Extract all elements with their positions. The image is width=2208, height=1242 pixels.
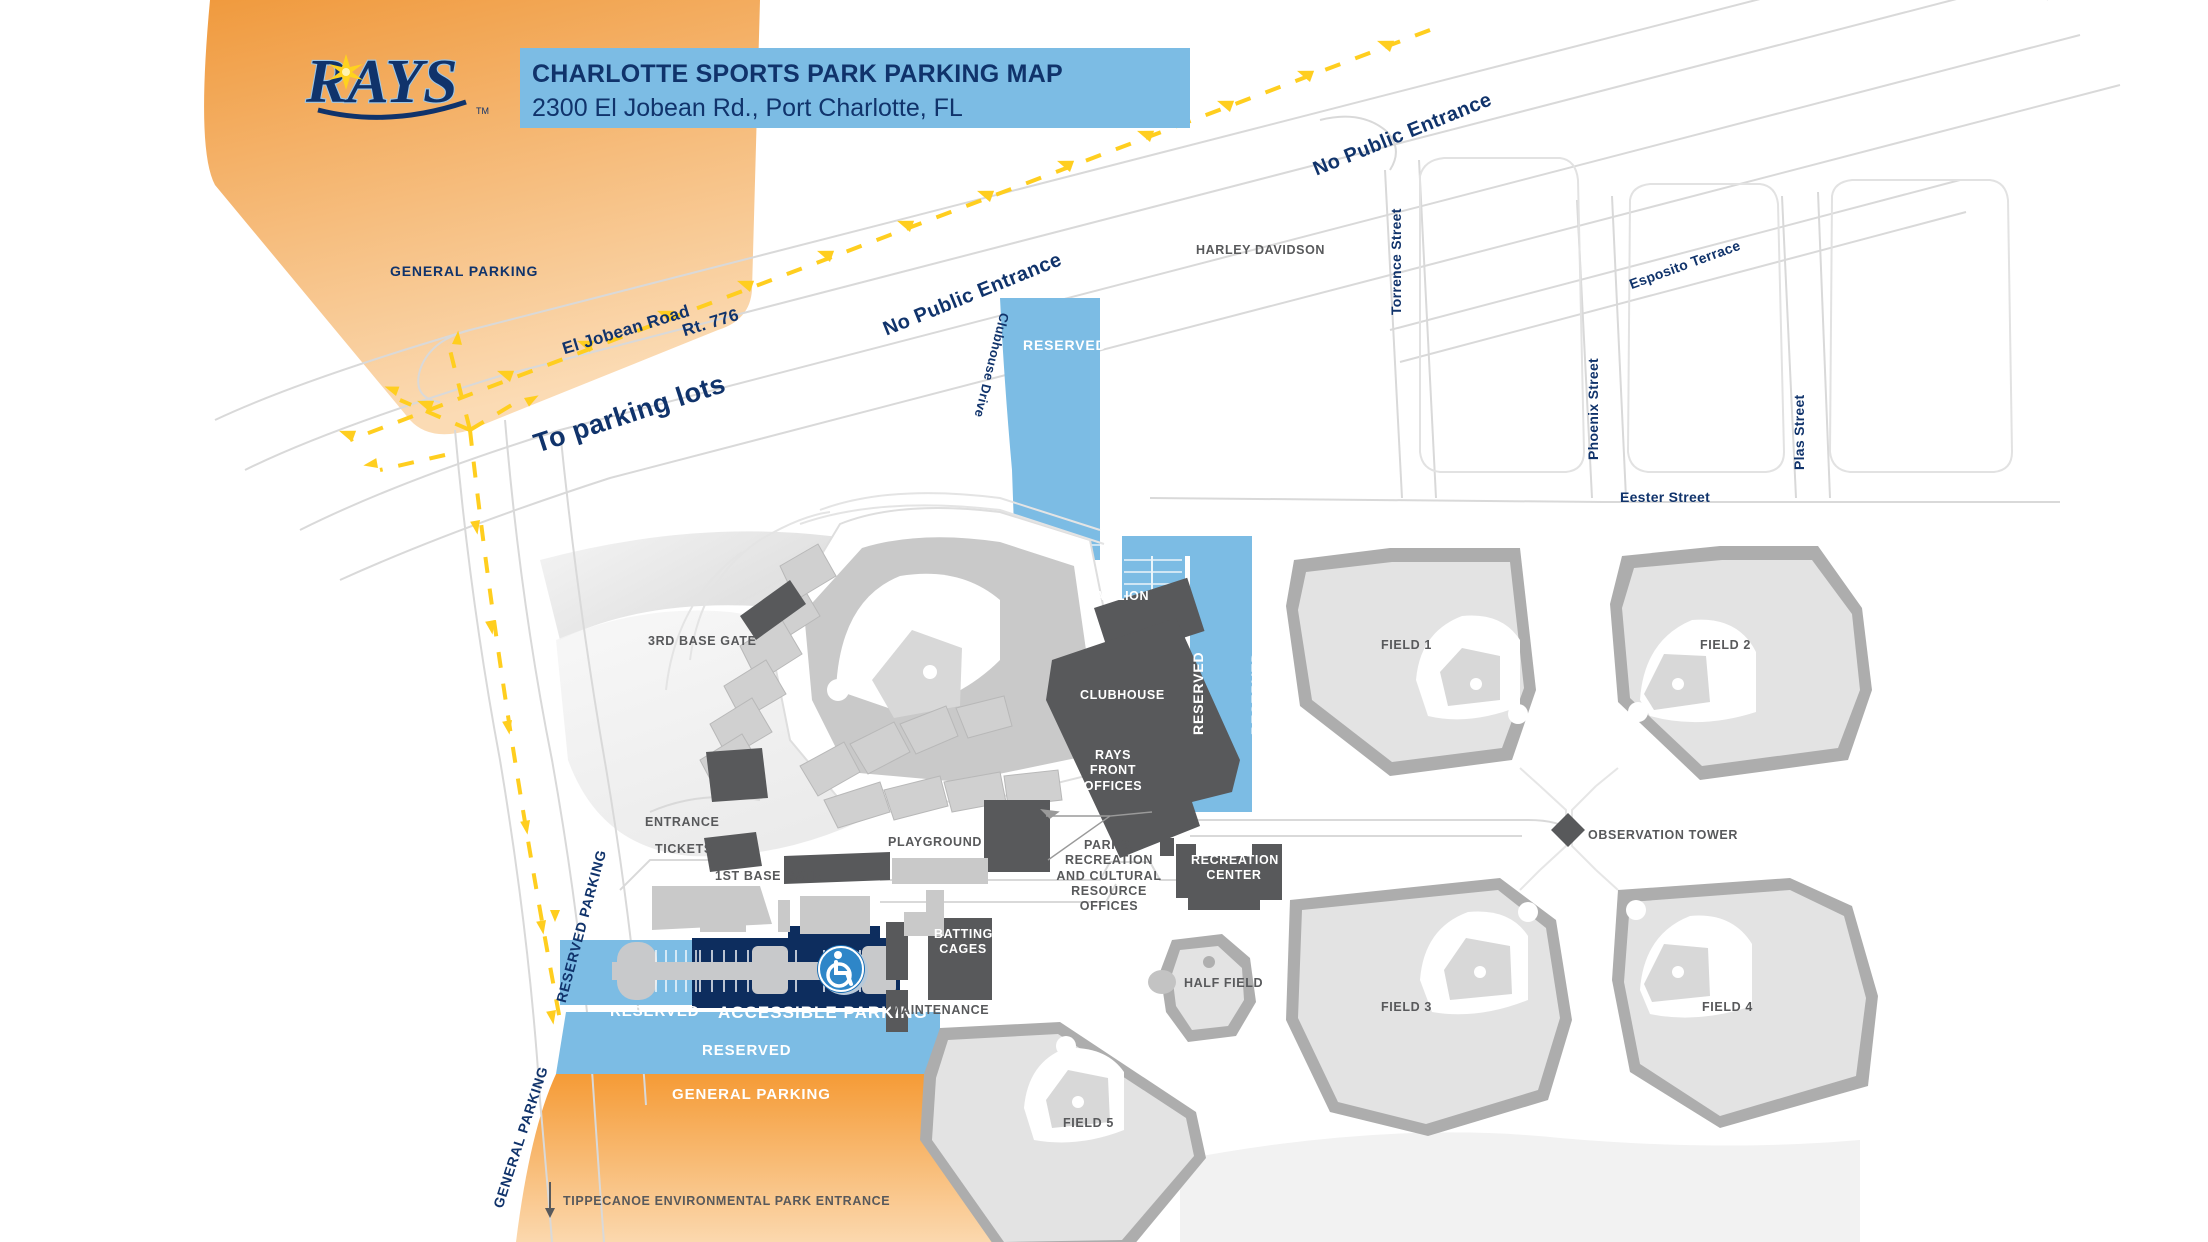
svg-text:RAYS: RAYS	[305, 48, 458, 116]
recreation-center-building	[1176, 844, 1282, 910]
buildings-light	[652, 858, 988, 936]
road-label-phoenix-street: Phoenix Street	[1585, 358, 1601, 460]
rays-logo: RAYS TM	[304, 47, 489, 120]
label-3rd-base-gate: 3RD BASE GATE	[648, 634, 757, 648]
general-parking-lot-south	[516, 1074, 896, 1242]
label-field-4: FIELD 4	[1702, 1000, 1753, 1014]
label-harley-davidson: HARLEY DAVIDSON	[1196, 243, 1326, 257]
traffic-flow-arrowheads	[339, 40, 1395, 442]
reserved-label-west: RESERVED	[610, 1003, 700, 1020]
traffic-flow-arrows	[349, 28, 1431, 442]
road-label-torrence-street: Torrence Street	[1388, 208, 1404, 315]
leader-lines	[1040, 809, 1153, 861]
label-field-5: FIELD 5	[1063, 1116, 1114, 1130]
terrain-wash-southeast	[1180, 1132, 1860, 1242]
clubhouse-building	[1046, 618, 1240, 858]
maintenance-building-b	[886, 990, 908, 1032]
maintenance-building-a	[886, 922, 908, 980]
label-pavilion: PAVILION	[1087, 589, 1150, 603]
label-field-3: FIELD 3	[1381, 1000, 1432, 1014]
burst-icon	[329, 54, 363, 90]
observation-tower-marker	[1551, 813, 1585, 847]
road-label-plas-street: Plas Street	[1791, 394, 1807, 470]
page-title: CHARLOTTE SPORTS PARK PARKING MAP	[532, 60, 1063, 88]
playground-building	[984, 800, 1050, 872]
label-tippecanoe-entrance: TIPPECANOE ENVIRONMENTAL PARK ENTRANCE	[563, 1194, 891, 1208]
traffic-flow-arrowheads-south	[363, 330, 560, 1025]
label-batting-cages: BATTING CAGES	[934, 927, 993, 957]
label-parks-recreation-offices: PARKS, RECREATION AND CULTURAL RESOURCE …	[1056, 838, 1162, 913]
label-field-1: FIELD 1	[1381, 638, 1432, 652]
accessible-icon	[817, 945, 868, 995]
label-1st-base-gate: 1ST BASE GATE	[715, 869, 822, 883]
label-entrance: ENTRANCE	[645, 815, 720, 829]
reserved-lot-south	[556, 1012, 900, 1074]
label-clubhouse: CLUBHOUSE	[1080, 688, 1165, 702]
reserved-lot-east-3	[1122, 536, 1252, 556]
reserved-stall-lines-sw	[655, 950, 697, 992]
label-rays-front-offices: RAYS FRONT OFFICES	[1083, 748, 1143, 793]
road-network	[214, 0, 2121, 1242]
practice-fields	[920, 546, 1878, 1242]
label-tickets: TICKETS	[655, 842, 713, 856]
reserved-label-north: RESERVED	[1023, 337, 1107, 353]
stadium-complex	[665, 492, 1111, 884]
page-subtitle-address: 2300 El Jobean Rd., Port Charlotte, FL	[532, 94, 963, 122]
down-arrow-icon	[545, 1182, 555, 1218]
buildings	[886, 577, 1282, 1032]
label-maintenance: MAINTENANCE	[890, 1003, 990, 1017]
header-band	[520, 48, 1190, 128]
svg-text:TM: TM	[476, 106, 489, 116]
reserved-label-south: RESERVED	[702, 1042, 792, 1059]
road-label-eester-street: Eester Street	[1620, 489, 1711, 505]
label-half-field: HALF FIELD	[1184, 976, 1264, 990]
traffic-flow-arrows-south	[379, 349, 562, 1021]
general-parking-label-north: GENERAL PARKING	[390, 263, 539, 279]
label-field-2: FIELD 2	[1700, 638, 1751, 652]
label-playground: PLAYGROUND	[888, 835, 982, 849]
reserved-lot-label-2: RESERVED	[1248, 651, 1264, 736]
accessible-parking-label: ACCESSIBLE PARKING	[718, 1003, 928, 1022]
label-observation-tower: OBSERVATION TOWER	[1588, 828, 1738, 842]
general-parking-label-south: GENERAL PARKING	[672, 1086, 831, 1103]
label-recreation-center: RECREATION CENTER	[1191, 853, 1279, 883]
reserved-lot-label-1: RESERVED	[1190, 651, 1206, 736]
small-structure-1	[1160, 838, 1174, 856]
